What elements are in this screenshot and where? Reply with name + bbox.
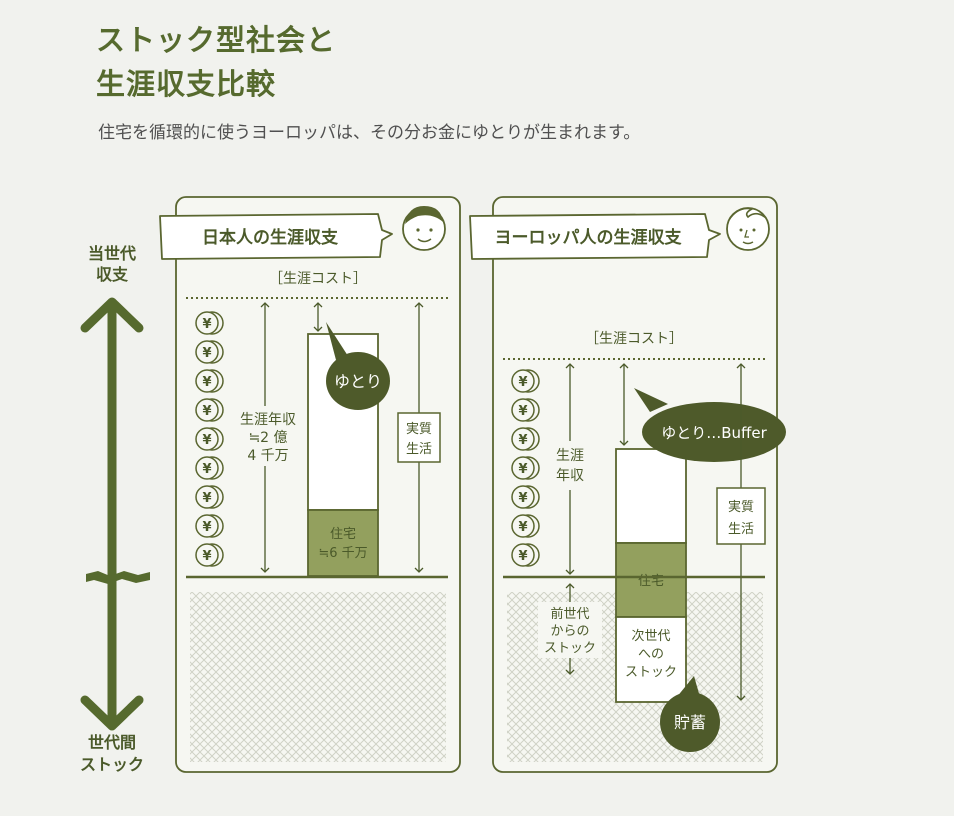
- svg-text:¥: ¥: [518, 520, 527, 535]
- yen-coin-icon: ¥: [511, 485, 540, 509]
- europe-heading-bubble: [469, 213, 721, 260]
- japanese-face-icon: [402, 206, 446, 251]
- japan-living-box: [397, 412, 441, 463]
- title-line-2: 生涯収支比較: [96, 67, 277, 101]
- yen-coin-icon: ¥: [511, 456, 540, 480]
- japan-coins: ¥ ¥ ¥ ¥ ¥ ¥ ¥ ¥ ¥: [195, 311, 224, 567]
- europe-house-block: [615, 542, 687, 618]
- title-line-1: ストック型社会と: [96, 23, 337, 57]
- yen-coin-icon: ¥: [195, 311, 224, 335]
- europe-coins: ¥ ¥ ¥ ¥ ¥ ¥ ¥: [511, 369, 540, 567]
- axis-up-arrow-icon: [80, 297, 144, 333]
- yen-coin-icon: ¥: [195, 398, 224, 422]
- europe-living-label-2: 生活: [728, 522, 754, 537]
- european-face-icon: [726, 207, 770, 251]
- europe-income-label-2: 年収: [556, 468, 584, 484]
- svg-text:¥: ¥: [202, 520, 211, 535]
- japan-house-label-1: 住宅: [330, 527, 356, 542]
- axis-down-arrow-icon: [80, 695, 144, 731]
- axis-ground-mark: [86, 571, 150, 584]
- japan-cost-label: ［生涯コスト］: [269, 271, 367, 287]
- europe-living-box: [716, 487, 766, 545]
- japan-income-label-1: 生涯年収: [240, 412, 296, 428]
- yen-coin-icon: ¥: [195, 340, 224, 364]
- europe-cost-label: ［生涯コスト］: [585, 331, 683, 347]
- japan-yutori-label: ゆとり: [334, 372, 382, 391]
- svg-text:¥: ¥: [518, 404, 527, 419]
- japan-house-label-2: ≒6 千万: [318, 546, 367, 561]
- yen-coin-icon: ¥: [195, 369, 224, 393]
- japan-house-block: [307, 509, 379, 577]
- europe-heading: ヨーロッパ人の生涯収支: [495, 227, 683, 248]
- europe-panel: ヨーロッパ人の生涯収支 ［生涯コスト］ ¥ ¥ ¥ ¥ ¥ ¥ ¥ 生涯 年収: [469, 196, 786, 773]
- yen-coin-icon: ¥: [511, 398, 540, 422]
- europe-income-label-1: 生涯: [556, 448, 584, 464]
- yen-coin-icon: ¥: [195, 456, 224, 480]
- svg-text:¥: ¥: [202, 404, 211, 419]
- europe-next-label-3: ストック: [625, 665, 677, 680]
- japan-yutori-bubble: ゆとり: [326, 322, 390, 410]
- generation-axis: 当世代 収支 世代間 ストック: [80, 244, 150, 774]
- japan-heading-bubble: [159, 213, 393, 260]
- yen-coin-icon: ¥: [511, 427, 540, 451]
- axis-top-label-2: 収支: [96, 265, 129, 284]
- europe-next-label-2: への: [638, 647, 664, 662]
- europe-next-stock-block: [615, 616, 687, 703]
- subtitle: 住宅を循環的に使うヨーロッパは、その分お金にゆとりが生まれます。: [98, 123, 641, 143]
- europe-savings-label: 貯蓄: [674, 713, 706, 732]
- svg-text:¥: ¥: [202, 433, 211, 448]
- europe-yutori-label: ゆとり…Buffer: [661, 424, 767, 442]
- japan-income-label-3: 4 千万: [247, 448, 288, 464]
- svg-text:¥: ¥: [202, 375, 211, 390]
- yen-coin-icon: ¥: [195, 543, 224, 567]
- japan-stock-area: [190, 592, 446, 762]
- svg-text:¥: ¥: [518, 462, 527, 477]
- japan-living-label-2: 生活: [406, 442, 432, 457]
- svg-text:¥: ¥: [202, 491, 211, 506]
- axis-bottom-label-1: 世代間: [88, 733, 136, 752]
- yen-coin-icon: ¥: [511, 543, 540, 567]
- europe-prev-label-3: ストック: [544, 641, 596, 656]
- europe-living-label-1: 実質: [728, 499, 754, 515]
- page-title: ストック型社会と 生涯収支比較: [96, 18, 336, 106]
- europe-prev-label-1: 前世代: [550, 606, 589, 622]
- europe-next-label-1: 次世代: [631, 628, 670, 644]
- europe-savings-bubble: 貯蓄: [660, 676, 720, 752]
- svg-text:¥: ¥: [202, 346, 211, 361]
- japan-heading: 日本人の生涯収支: [202, 227, 339, 248]
- svg-text:¥: ¥: [518, 549, 527, 564]
- yen-coin-icon: ¥: [511, 514, 540, 538]
- yen-coin-icon: ¥: [511, 369, 540, 393]
- europe-expense-column: [615, 448, 687, 544]
- svg-text:¥: ¥: [202, 549, 211, 564]
- japan-income-label-2: ≒2 億: [248, 430, 287, 446]
- svg-text:¥: ¥: [518, 433, 527, 448]
- europe-prev-label-2: からの: [550, 624, 589, 639]
- japan-panel: 日本人の生涯収支 ［生涯コスト］ ¥ ¥ ¥ ¥ ¥ ¥ ¥ ¥ ¥ 生涯年収: [159, 196, 461, 773]
- yen-coin-icon: ¥: [195, 514, 224, 538]
- axis-top-label-1: 当世代: [88, 244, 136, 263]
- yen-coin-icon: ¥: [195, 427, 224, 451]
- svg-text:¥: ¥: [202, 462, 211, 477]
- svg-text:¥: ¥: [518, 491, 527, 506]
- axis-bottom-label-2: ストック: [80, 755, 144, 774]
- japan-living-label-1: 実質: [406, 421, 432, 437]
- svg-text:¥: ¥: [202, 317, 211, 332]
- yen-coin-icon: ¥: [195, 485, 224, 509]
- svg-text:¥: ¥: [518, 375, 527, 390]
